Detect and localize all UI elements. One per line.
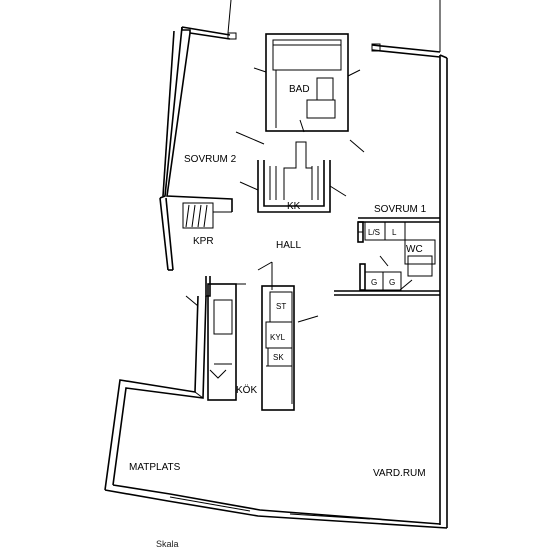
label-g2: G [389, 278, 395, 287]
label-wc: WC [406, 244, 423, 255]
label-kk: KK [287, 201, 301, 212]
fixture-labels: L/S L G G ST KYL SK [270, 228, 397, 362]
label-vardrum: VARD.RUM [373, 468, 426, 479]
label-matplats: MATPLATS [129, 462, 181, 473]
label-sovrum1: SOVRUM 1 [374, 204, 427, 215]
label-l: L [392, 228, 397, 237]
kitchen [205, 276, 295, 411]
label-g1: G [371, 278, 377, 287]
bathroom [235, 33, 365, 153]
label-kpr: KPR [193, 236, 214, 247]
label-sovrum2: SOVRUM 2 [184, 154, 237, 165]
outer-walls [104, 0, 448, 529]
label-hall: HALL [276, 240, 301, 251]
label-kyl: KYL [270, 333, 286, 342]
label-bad: BAD [289, 84, 310, 95]
label-ls: L/S [368, 228, 380, 237]
kpr-closet [159, 197, 232, 271]
room-labels: BAD SOVRUM 2 KK SOVRUM 1 KPR HALL WC KÖK… [129, 84, 427, 479]
label-sk: SK [273, 353, 284, 362]
bedroom1-walls [334, 217, 440, 296]
label-kok: KÖK [236, 384, 257, 396]
scale-label: Skala [156, 539, 179, 549]
label-st: ST [276, 302, 286, 311]
walk-in-closet [239, 141, 347, 213]
